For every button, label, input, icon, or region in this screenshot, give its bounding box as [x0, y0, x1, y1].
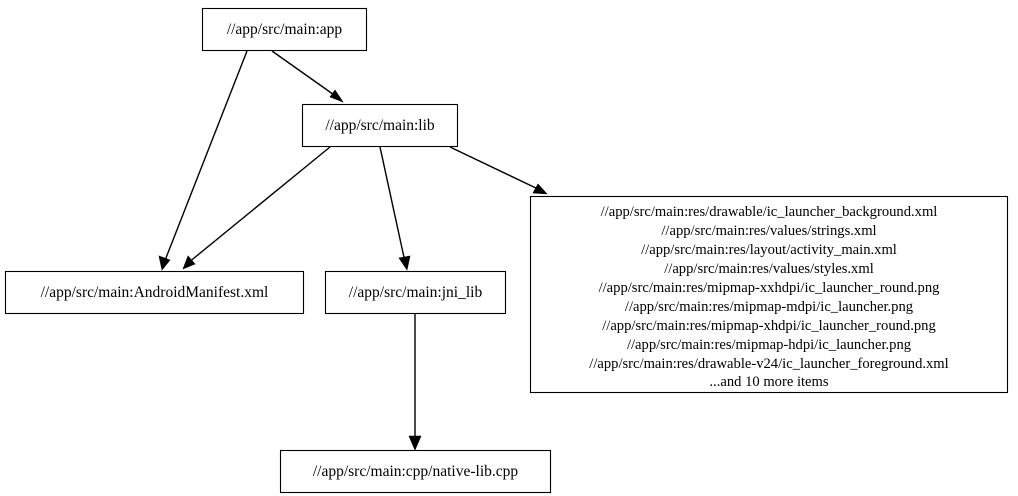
arrowhead-app-to-manifest — [158, 255, 171, 271]
edge-lib-to-resources — [449, 146, 548, 195]
node-android-manifest-box[interactable] — [4, 270, 305, 315]
resources-line-1: //app/src/main:res/drawable/ic_launcher_… — [601, 204, 938, 220]
resources-line-7: //app/src/main:res/mipmap-xhdpi/ic_launc… — [602, 318, 936, 334]
node-app-box[interactable] — [201, 7, 368, 52]
resources-line-8: //app/src/main:res/mipmap-hdpi/ic_launch… — [627, 337, 912, 353]
node-android-manifest-label: //app/src/main:AndroidManifest.xml — [41, 284, 269, 301]
node-native-lib-cpp-box[interactable] — [279, 449, 552, 494]
arrowhead-jni-lib-to-native-lib — [408, 435, 422, 451]
edge-line-lib-to-jni-lib — [379, 146, 406, 263]
resources-line-9: //app/src/main:res/drawable-v24/ic_launc… — [589, 356, 948, 372]
arrowhead-lib-to-resources — [532, 183, 548, 195]
node-lib-box[interactable] — [301, 103, 459, 148]
node-jni-lib-box[interactable] — [324, 270, 507, 315]
resources-line-2: //app/src/main:res/values/strings.xml — [661, 223, 876, 239]
edge-app-to-lib — [271, 50, 344, 103]
node-resources-cluster-box[interactable] — [529, 195, 1009, 394]
arrowhead-lib-to-manifest — [182, 255, 196, 270]
arrowhead-app-to-lib — [329, 89, 344, 103]
node-resources-cluster[interactable]: //app/src/main:res/drawable/ic_launcher_… — [529, 195, 1009, 394]
node-native-lib-cpp[interactable]: //app/src/main:cpp/native-lib.cpp — [279, 449, 552, 494]
node-jni-lib[interactable]: //app/src/main:jni_lib — [324, 270, 507, 315]
node-lib-label: //app/src/main:lib — [325, 117, 435, 134]
resources-line-5: //app/src/main:res/mipmap-xxhdpi/ic_laun… — [599, 280, 941, 296]
node-android-manifest[interactable]: //app/src/main:AndroidManifest.xml — [4, 270, 305, 315]
edge-lib-to-jni-lib — [379, 146, 411, 271]
edge-line-lib-to-manifest — [187, 146, 331, 264]
arrowhead-lib-to-jni-lib — [398, 255, 411, 271]
node-app[interactable]: //app/src/main:app — [201, 7, 368, 52]
resources-line-6: //app/src/main:res/mipmap-mdpi/ic_launch… — [625, 299, 914, 315]
node-lib[interactable]: //app/src/main:lib — [301, 103, 459, 148]
resources-line-10: ...and 10 more items — [709, 374, 828, 390]
edge-app-to-manifest — [158, 50, 248, 271]
edge-line-app-to-lib — [271, 50, 338, 98]
edge-line-lib-to-resources — [449, 146, 541, 191]
edge-lib-to-manifest — [182, 146, 331, 270]
node-jni-lib-label: //app/src/main:jni_lib — [349, 284, 483, 301]
edge-jni-lib-to-native-lib — [408, 314, 422, 451]
resources-line-4: //app/src/main:res/values/styles.xml — [664, 261, 874, 277]
resources-line-3: //app/src/main:res/layout/activity_main.… — [641, 242, 897, 258]
node-native-lib-cpp-label: //app/src/main:cpp/native-lib.cpp — [313, 463, 519, 480]
edge-line-app-to-manifest — [163, 50, 248, 264]
node-app-label: //app/src/main:app — [227, 21, 343, 38]
